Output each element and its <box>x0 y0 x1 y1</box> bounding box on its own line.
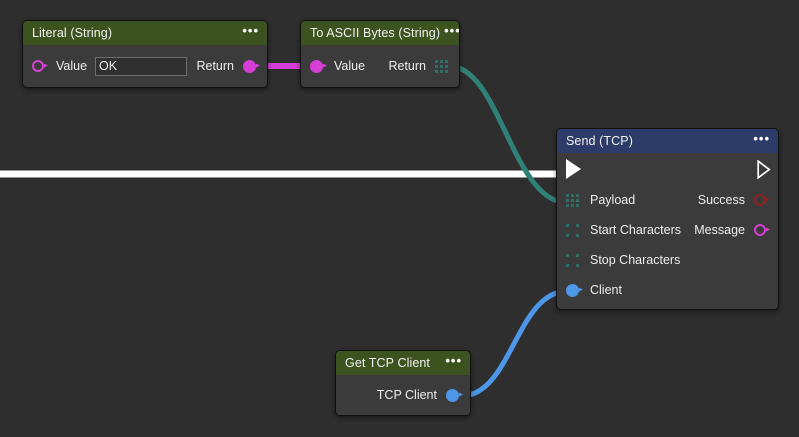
port-label-client: Client <box>590 283 622 297</box>
node-title: Literal (String) <box>32 26 113 40</box>
string-port-dot-icon[interactable] <box>243 59 260 74</box>
literal-value-input[interactable] <box>95 56 188 76</box>
node-row-value: Value Return <box>301 45 459 87</box>
node-body: Value Return <box>23 45 267 87</box>
node-header[interactable]: To ASCII Bytes (String) ••• <box>301 21 459 45</box>
node-body: TCP Client <box>336 375 470 415</box>
array-port-grid-filled-icon[interactable] <box>566 193 581 208</box>
port-label-message: Message <box>694 223 745 237</box>
node-header[interactable]: Get TCP Client ••• <box>336 351 470 375</box>
node-row-payload: Payload Success <box>557 185 778 215</box>
port-label-stop-characters: Stop Characters <box>590 253 681 267</box>
node-body: Payload Success Start Characters Message <box>557 153 778 305</box>
exec-arrow-filled-icon[interactable] <box>566 159 581 179</box>
client-port-dot-icon[interactable] <box>566 283 583 298</box>
ellipsis-icon[interactable]: ••• <box>242 22 259 38</box>
port-label-payload: Payload <box>590 193 636 207</box>
port-label-return: Return <box>388 59 426 73</box>
ellipsis-icon[interactable]: ••• <box>445 352 462 368</box>
node-literal-string[interactable]: Literal (String) ••• Value Return <box>22 20 268 88</box>
node-get-tcp-client[interactable]: Get TCP Client ••• TCP Client <box>335 350 471 416</box>
node-body: Value Return <box>301 45 459 87</box>
port-label-success: Success <box>697 193 745 207</box>
node-to-ascii-bytes[interactable]: To ASCII Bytes (String) ••• Value Return <box>300 20 460 88</box>
success-port-ring-icon[interactable] <box>754 193 770 208</box>
array-port-grid-icon[interactable] <box>435 59 450 74</box>
node-row-value: Value Return <box>23 45 267 87</box>
node-row-client: Client <box>557 275 778 305</box>
exec-arrow-hollow-icon[interactable] <box>757 159 771 179</box>
client-port-dot-icon[interactable] <box>446 388 463 403</box>
string-port-ring-icon[interactable] <box>754 223 770 238</box>
wire-client-to-send <box>460 288 569 399</box>
wire-ascii-to-payload <box>448 63 569 206</box>
string-port-dot-icon[interactable] <box>310 59 327 74</box>
node-header[interactable]: Literal (String) ••• <box>23 21 267 45</box>
array-port-grid-hollow-icon[interactable] <box>566 223 581 238</box>
node-send-tcp[interactable]: Send (TCP) ••• Payload Success <box>556 128 779 310</box>
node-row-stop-characters: Stop Characters <box>557 245 778 275</box>
node-row-exec <box>557 153 778 185</box>
port-label-value: Value <box>334 59 366 73</box>
string-port-ring-icon[interactable] <box>32 59 48 74</box>
array-port-grid-hollow-icon[interactable] <box>566 253 581 268</box>
node-row-tcp-client: TCP Client <box>336 375 470 415</box>
ellipsis-icon[interactable]: ••• <box>444 22 460 38</box>
node-row-start-characters: Start Characters Message <box>557 215 778 245</box>
port-label-start-characters: Start Characters <box>590 223 682 237</box>
port-label-value: Value <box>56 59 88 73</box>
port-label-return: Return <box>196 59 234 73</box>
node-title: Send (TCP) <box>566 134 633 148</box>
ellipsis-icon[interactable]: ••• <box>753 130 770 146</box>
node-title: Get TCP Client <box>345 356 430 370</box>
port-label-tcp-client: TCP Client <box>376 388 437 402</box>
node-title: To ASCII Bytes (String) <box>310 26 441 40</box>
node-header[interactable]: Send (TCP) ••• <box>557 129 778 153</box>
